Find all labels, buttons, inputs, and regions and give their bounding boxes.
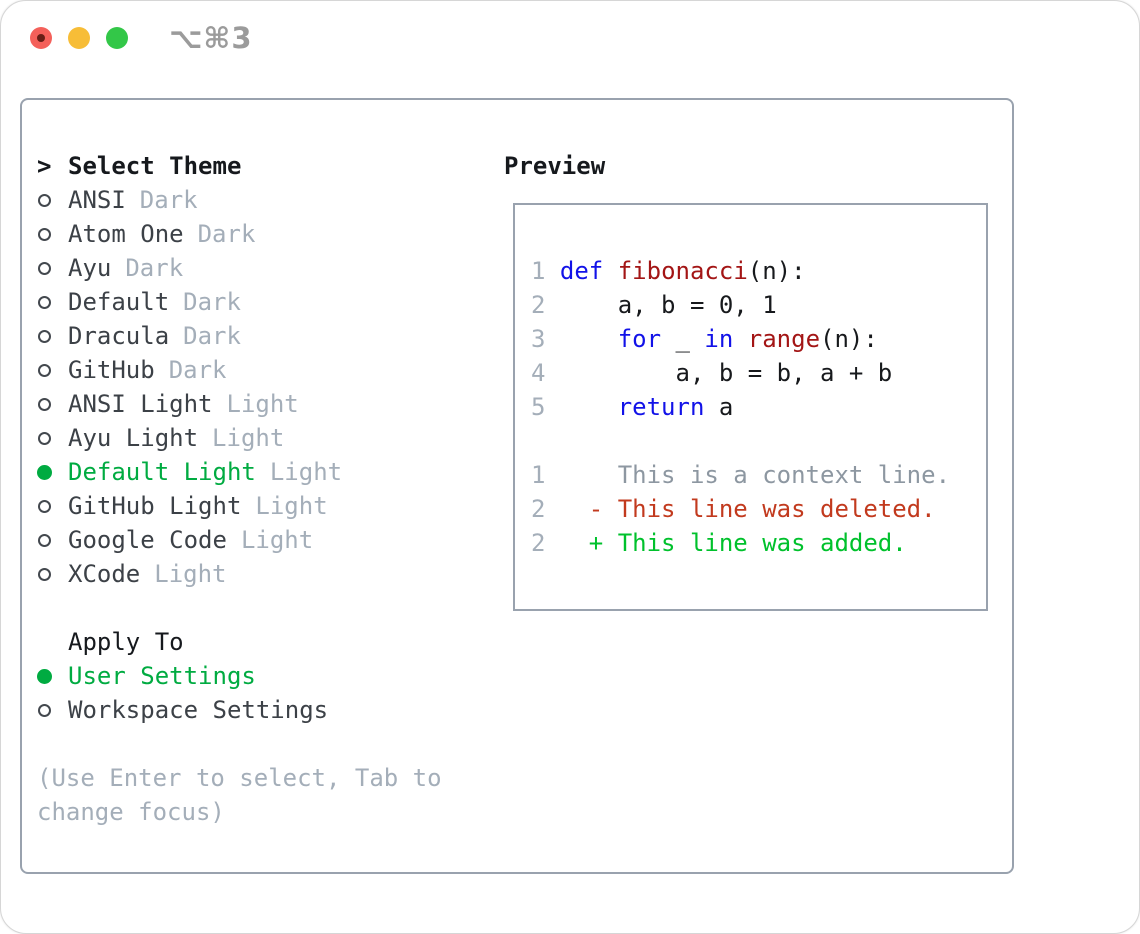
option-label: Google Code	[68, 526, 227, 554]
close-button[interactable]	[30, 27, 52, 49]
option-label: Default Light	[68, 458, 256, 486]
variant-badge: Dark	[168, 356, 227, 384]
variant-badge: Light	[212, 424, 285, 452]
preview-pane: 1 def fibonacci(n): 2 a, b = 0, 1 3 for _ …	[513, 203, 988, 611]
select-theme-header: > Select Theme	[37, 149, 487, 183]
spacer	[37, 727, 487, 761]
preview-blank-line	[531, 424, 986, 458]
variant-badge: Light	[154, 560, 227, 588]
variant-badge: Light	[269, 458, 343, 486]
theme-option[interactable]: ANSI Dark	[37, 183, 487, 217]
theme-option[interactable]: GitHub Light Light	[37, 489, 487, 523]
option-label: Ayu Light	[68, 424, 199, 452]
preview-line: 2 + This line was added.	[531, 529, 907, 557]
variant-badge: Dark	[183, 288, 241, 316]
option-label: Ayu	[68, 254, 112, 282]
option-label: Workspace Settings	[68, 696, 329, 724]
preview-code: 1 def fibonacci(n): 2 a, b = 0, 1 3 for _ …	[531, 254, 986, 560]
variant-badge: Dark	[183, 322, 241, 350]
unsaved-dot-icon	[37, 34, 45, 42]
preview-line: 2 a, b = 0, 1	[531, 291, 777, 319]
radio-icon	[37, 285, 68, 319]
option-label: ANSI	[68, 186, 126, 214]
theme-option[interactable]: ANSI Light Light	[37, 387, 487, 421]
apply-to-option[interactable]: User Settings	[37, 659, 487, 693]
variant-badge: Dark	[139, 186, 198, 214]
apply-to-header: Apply To	[37, 625, 487, 659]
option-label: User Settings	[68, 662, 256, 690]
radio-selected-icon	[37, 659, 68, 693]
option-label: Atom One	[68, 220, 184, 248]
select-theme-title: Select Theme	[68, 152, 242, 180]
help-text: (Use Enter to select, Tab to change focu…	[37, 764, 442, 826]
preview-line: 1 def fibonacci(n):	[531, 257, 806, 285]
titlebar: ⌥⌘3	[1, 1, 1139, 76]
zoom-button[interactable]	[106, 27, 128, 49]
option-label: GitHub	[68, 356, 155, 384]
preview-line: 3 for _ in range(n):	[531, 325, 878, 353]
radio-icon	[37, 251, 68, 285]
radio-icon	[37, 353, 68, 387]
theme-option[interactable]: Default Dark	[37, 285, 487, 319]
preview-line: 1 This is a context line.	[531, 461, 951, 489]
theme-option[interactable]: Ayu Light Light	[37, 421, 487, 455]
theme-option[interactable]: Google Code Light	[37, 523, 487, 557]
variant-badge: Dark	[197, 220, 256, 248]
apply-to-title: Apply To	[68, 628, 184, 656]
preview-line: 5 return a	[531, 393, 734, 421]
radio-icon	[37, 693, 68, 727]
preview-line: 2 - This line was deleted.	[531, 495, 936, 523]
theme-option[interactable]: Default Light Light	[37, 455, 487, 489]
option-label: ANSI Light	[68, 390, 213, 418]
radio-icon	[37, 183, 68, 217]
theme-option[interactable]: GitHub Dark	[37, 353, 487, 387]
empty-marker	[37, 625, 68, 659]
window-title: ⌥⌘3	[169, 21, 253, 55]
option-label: Default	[68, 288, 170, 316]
variant-badge: Dark	[125, 254, 184, 282]
theme-option[interactable]: Ayu Dark	[37, 251, 487, 285]
variant-badge: Light	[226, 390, 299, 418]
preview-line: 4 a, b = b, a + b	[531, 359, 893, 387]
radio-icon	[37, 557, 68, 591]
variant-badge: Light	[255, 492, 328, 520]
radio-icon	[37, 421, 68, 455]
focus-arrow-icon: >	[37, 152, 52, 180]
theme-option[interactable]: Atom One Dark	[37, 217, 487, 251]
radio-selected-icon	[37, 455, 68, 489]
spacer	[37, 591, 487, 625]
theme-option[interactable]: Dracula Dark	[37, 319, 487, 353]
option-label: Dracula	[68, 322, 170, 350]
variant-badge: Light	[240, 526, 314, 554]
option-label: GitHub Light	[68, 492, 242, 520]
minimize-button[interactable]	[68, 27, 90, 49]
preview-heading: Preview	[504, 152, 606, 180]
apply-to-option[interactable]: Workspace Settings	[37, 693, 487, 727]
radio-icon	[37, 387, 68, 421]
option-label: XCode	[68, 560, 141, 588]
radio-icon	[37, 523, 68, 557]
radio-icon	[37, 489, 68, 523]
radio-icon	[37, 319, 68, 353]
theme-option[interactable]: XCode Light	[37, 557, 487, 591]
radio-icon	[37, 217, 68, 251]
